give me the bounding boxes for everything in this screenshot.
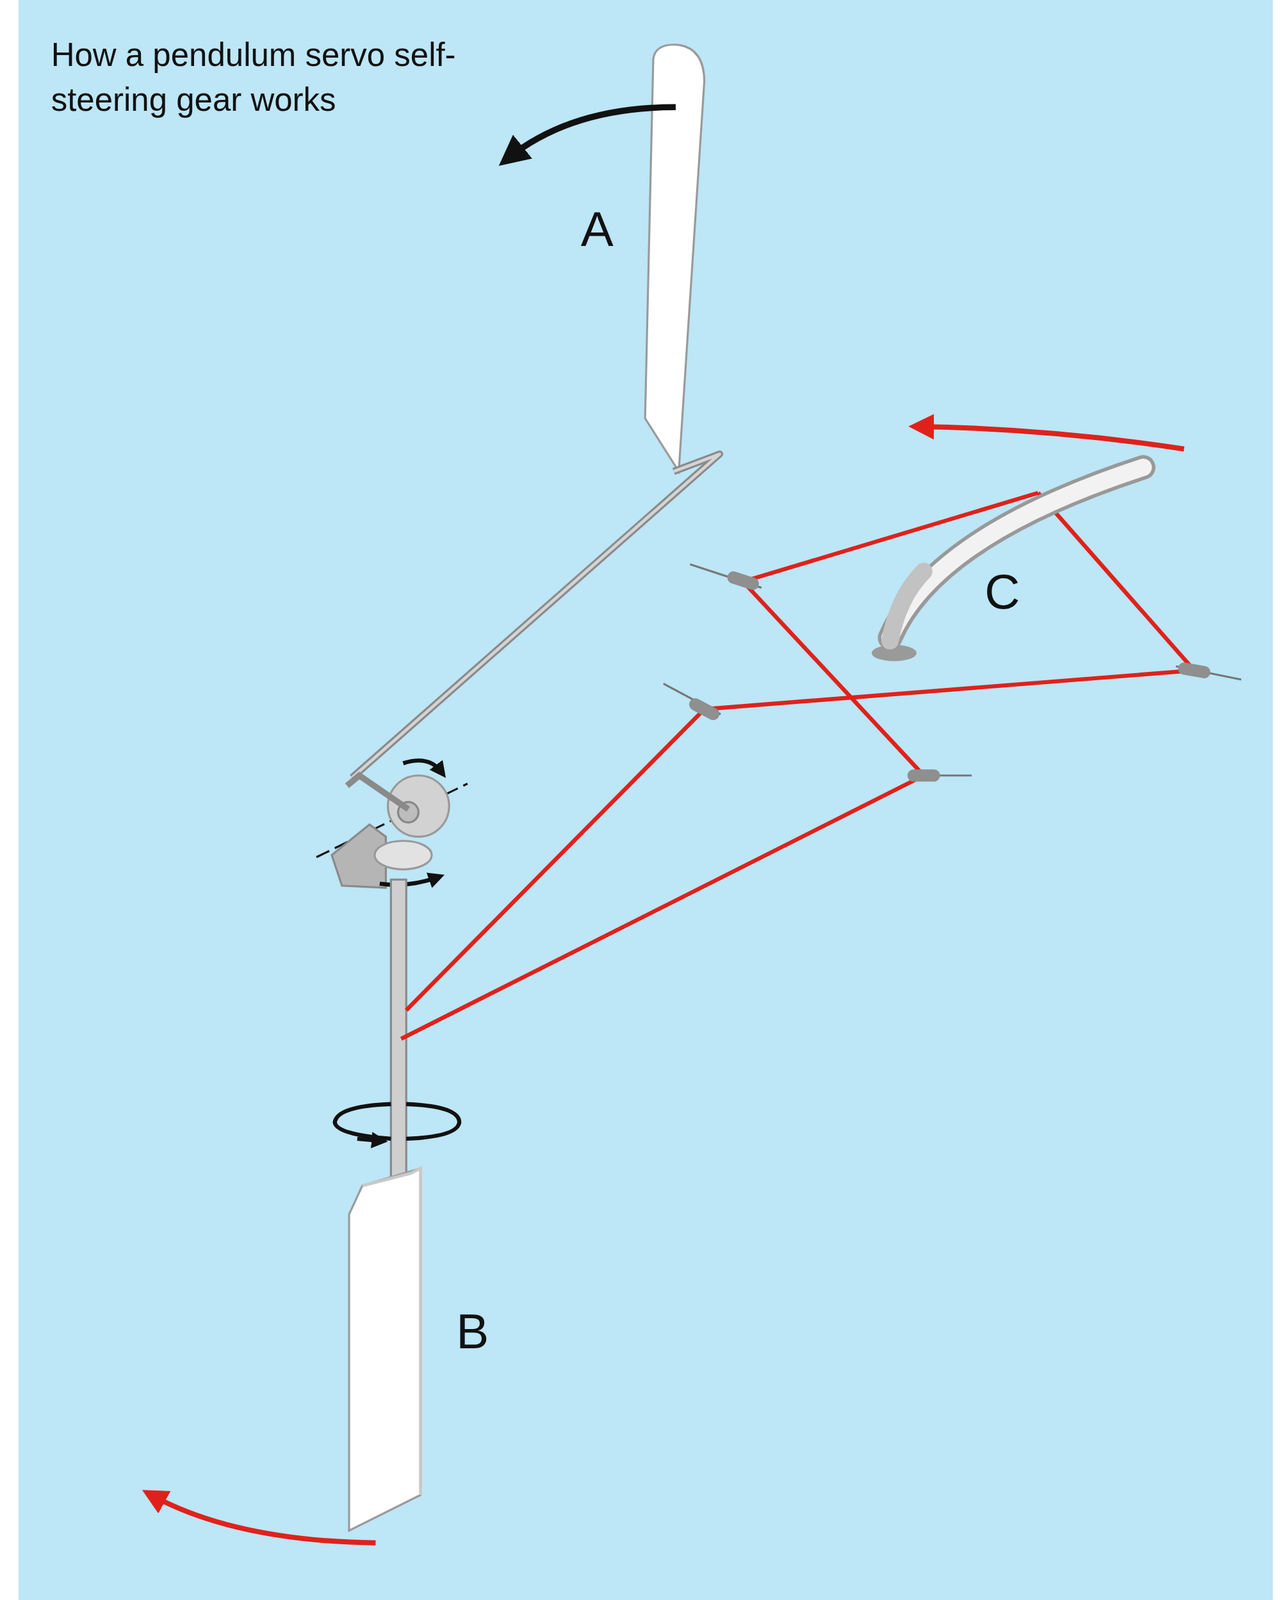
collar-arrow bbox=[379, 877, 437, 885]
tiller bbox=[890, 467, 1144, 638]
gear-arrow bbox=[402, 760, 441, 772]
vane-arrow bbox=[508, 106, 676, 159]
part-letter: B bbox=[456, 1307, 489, 1357]
control-lines bbox=[400, 492, 1194, 1039]
part-letter: C bbox=[984, 567, 1020, 617]
diagram-title: How a pendulum servo self-steering gear … bbox=[51, 32, 460, 123]
tiller-arrow bbox=[918, 426, 1184, 449]
bevel-gear bbox=[388, 775, 450, 838]
blade-arrow bbox=[151, 1494, 376, 1543]
background bbox=[18, 0, 1274, 1600]
turning-blocks bbox=[663, 564, 1242, 782]
part-letter: A bbox=[580, 204, 614, 255]
linkage-rod bbox=[352, 454, 720, 778]
rotation-arrow bbox=[334, 1104, 460, 1139]
gear-collar bbox=[374, 840, 432, 870]
pendulum-shaft bbox=[390, 879, 407, 1186]
servo-blade bbox=[349, 1168, 421, 1531]
